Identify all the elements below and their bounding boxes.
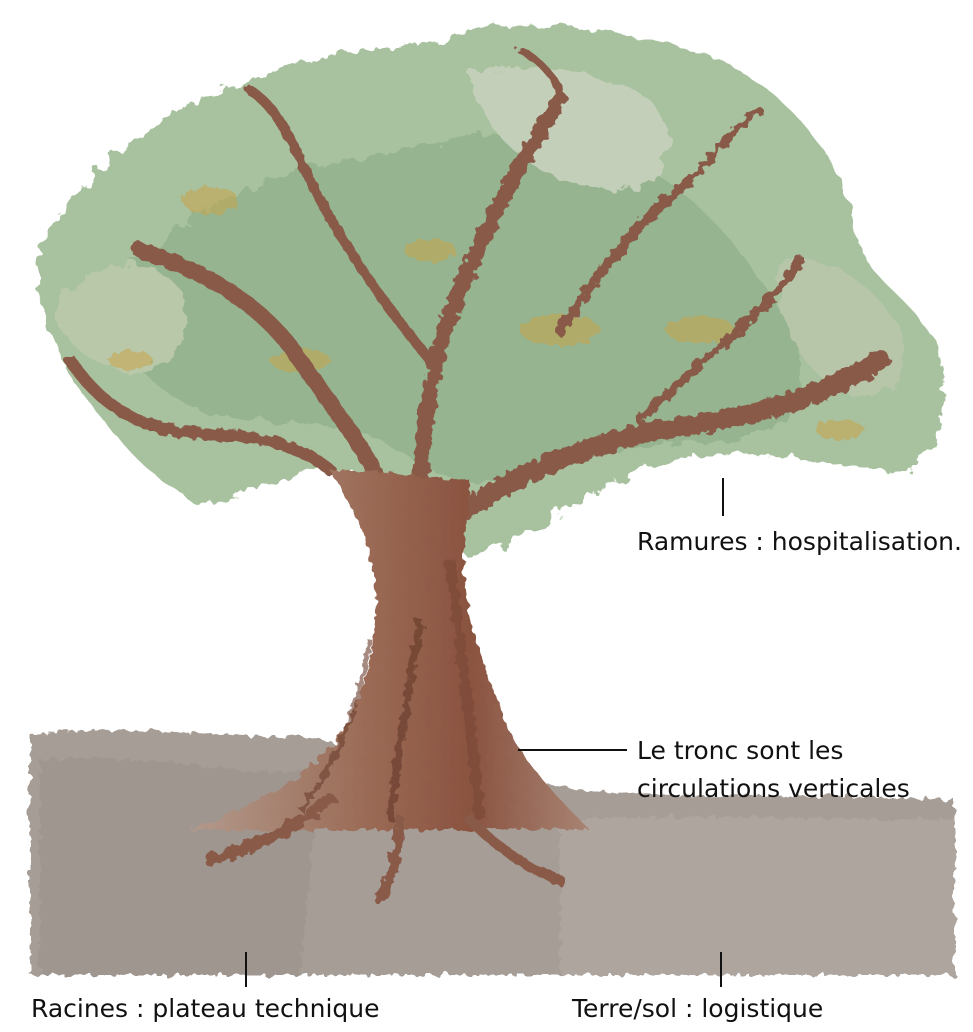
label-terre: Terre/sol : logistique: [572, 992, 823, 1026]
label-racines: Racines : plateau technique: [31, 992, 380, 1026]
label-tronc-line1: Le tronc sont les: [637, 734, 843, 768]
foliage-canopy: [37, 26, 944, 560]
label-ramures: Ramures : hospitalisation.: [637, 525, 962, 559]
label-tronc-line2: circulations verticales: [637, 772, 910, 806]
